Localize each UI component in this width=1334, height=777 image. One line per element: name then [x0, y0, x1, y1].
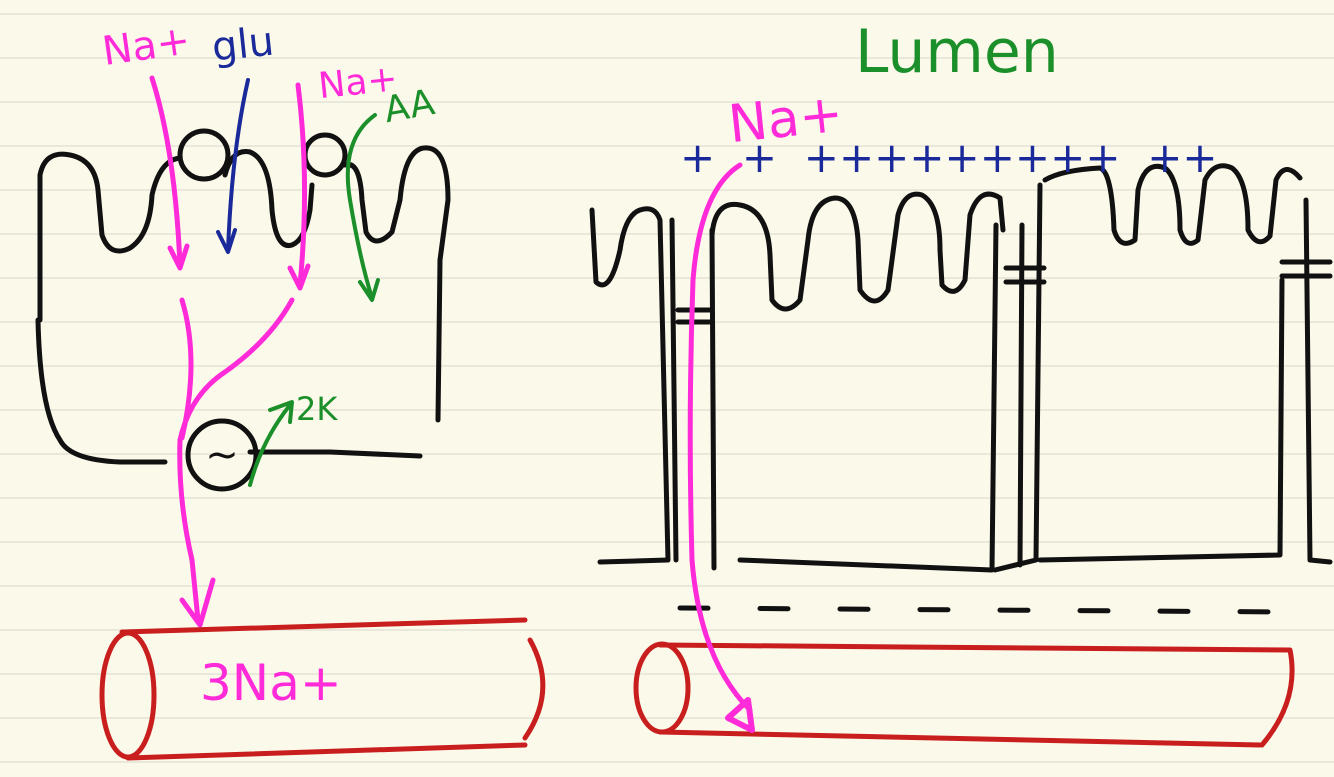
label-k: 2K	[296, 390, 338, 428]
na-arrow-left-entry-head	[167, 243, 190, 271]
lumen-charges: + + +++++++++ ++	[680, 133, 1218, 182]
capillary-left-body	[119, 617, 546, 761]
tight-junction-1	[669, 217, 717, 571]
aa-arrow	[345, 113, 377, 300]
pump-symbol: ~	[205, 432, 239, 478]
cell-outline-left	[37, 145, 451, 423]
na-aa-transporter	[302, 132, 348, 178]
na-arrow-right-entry	[295, 82, 308, 288]
label-na-right: Na+	[316, 58, 399, 107]
label-na-lumen: Na+	[726, 84, 846, 156]
k-arrow-head	[268, 400, 294, 424]
label-capillary-na: 3Na+	[200, 654, 342, 712]
right-cell	[992, 163, 1303, 573]
na-arrow-through-cell	[177, 297, 295, 623]
partial-cell-left	[589, 206, 671, 565]
na-k-pump	[185, 418, 259, 492]
basement-membrane	[677, 605, 1293, 615]
left-panel: ~ Na+ glu Na+ AA 2K 3Na+	[35, 17, 546, 761]
na-paracellular-arrow	[687, 162, 753, 713]
cell-outline-left-bottom	[35, 317, 423, 465]
glu-arrow	[226, 78, 250, 252]
capillary-right-end	[633, 641, 691, 735]
tight-junction-3	[1279, 197, 1333, 565]
capillary-right-body	[657, 642, 1295, 748]
label-lumen: Lumen	[855, 17, 1059, 87]
na-glu-transporter	[177, 128, 231, 182]
label-na-left: Na+	[99, 17, 192, 75]
capillary-left-end	[99, 630, 157, 760]
middle-cell	[709, 191, 1025, 573]
na-arrow-left-entry	[149, 75, 183, 268]
aa-arrow-head	[358, 278, 380, 302]
glu-arrow-head	[216, 228, 237, 254]
label-glu: glu	[210, 19, 276, 71]
na-arrow-to-capillary-head	[179, 577, 216, 628]
na-paracellular-arrow-head	[725, 697, 755, 733]
label-aa: AA	[381, 82, 438, 131]
k-arrow	[248, 403, 292, 487]
right-panel: Lumen Na+ + + +++++++++ ++	[589, 17, 1333, 748]
na-arrow-right-entry-head	[287, 263, 311, 291]
